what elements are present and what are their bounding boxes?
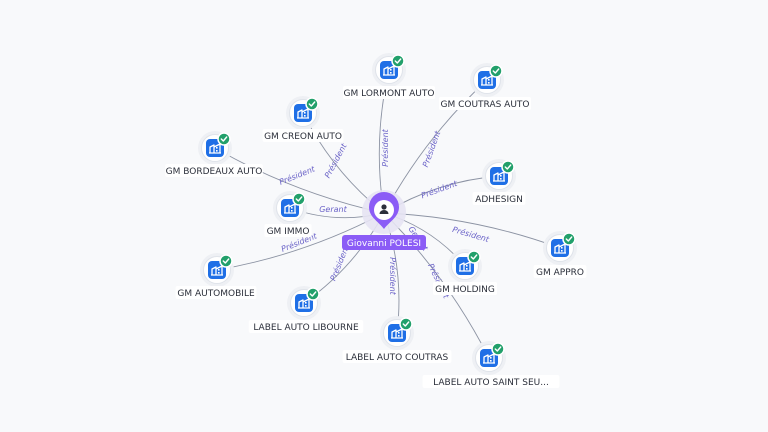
check-badge-icon	[217, 132, 231, 146]
label-background	[422, 375, 560, 388]
company-node-label-auto-libourne[interactable]: LABEL AUTO LIBOURNE	[248, 286, 364, 333]
check-badge-icon	[467, 250, 481, 264]
check-badge-icon	[501, 160, 515, 174]
company-node-gm-automobile[interactable]: GM AUTOMOBILE	[175, 253, 257, 299]
label-background	[264, 224, 312, 237]
check-badge-icon	[391, 54, 405, 68]
check-badge-icon	[219, 254, 233, 268]
company-name-label: GM APPRO	[536, 268, 584, 278]
check-badge-icon	[305, 97, 319, 111]
label-background	[165, 164, 263, 177]
company-node-label-auto-saint-seu[interactable]: LABEL AUTO SAINT SEU...	[422, 341, 560, 388]
edge-label-gm-creon-auto: Président	[322, 141, 349, 180]
person-icon	[379, 204, 389, 214]
edge-label-gm-immo: Gerant	[319, 205, 347, 214]
company-name-label: ADHESIGN	[475, 195, 523, 205]
check-badge-icon	[491, 342, 505, 356]
company-name-label: GM IMMO	[267, 227, 310, 237]
edge-label-gm-appro: Président	[451, 224, 491, 244]
label-background	[248, 320, 364, 333]
check-badge-icon	[399, 317, 413, 331]
company-name-label: GM AUTOMOBILE	[177, 289, 255, 299]
label-background	[433, 282, 497, 295]
edge-label-gm-lormont-auto: Président	[380, 128, 390, 166]
company-node-gm-coutras-auto[interactable]: GM COUTRAS AUTO	[439, 63, 531, 110]
label-background	[175, 286, 257, 299]
company-name-label: GM BORDEAUX AUTO	[166, 167, 263, 177]
company-node-label-auto-coutras[interactable]: LABEL AUTO COUTRAS	[342, 316, 452, 363]
company-node-gm-immo[interactable]: GM IMMO	[264, 191, 312, 237]
company-node-gm-appro[interactable]: GM APPRO	[533, 231, 587, 278]
edge-label-auto-saint-seu	[383, 212, 490, 359]
edge-label-gm-bordeaux-auto: Président	[278, 163, 317, 187]
edge-label-label-auto-coutras: Président	[388, 257, 398, 295]
label-background	[343, 86, 435, 99]
label-background	[533, 265, 587, 278]
center-node[interactable]: Giovanni POLESI	[342, 190, 426, 250]
company-name-label: LABEL AUTO SAINT SEU...	[433, 378, 549, 388]
check-badge-icon	[306, 287, 320, 301]
company-name-label: GM LORMONT AUTO	[344, 89, 435, 99]
nodes-layer: GM LORMONT AUTO GM COUTRAS AUTO GM CREON A…	[165, 53, 587, 388]
edge-label-gm-coutras-auto: Président	[420, 129, 443, 169]
company-name-label: GM COUTRAS AUTO	[441, 100, 530, 110]
company-node-gm-creon-auto[interactable]: GM CREON AUTO	[262, 96, 344, 142]
company-node-gm-lormont-auto[interactable]: GM LORMONT AUTO	[343, 53, 435, 99]
center-name-label: Giovanni POLESI	[347, 239, 421, 249]
label-background	[472, 192, 526, 205]
company-name-label: LABEL AUTO COUTRAS	[346, 353, 449, 363]
company-name-label: LABEL AUTO LIBOURNE	[253, 323, 359, 333]
label-background	[439, 97, 531, 110]
company-name-label: GM CREON AUTO	[264, 132, 342, 142]
company-node-adhesign[interactable]: ADHESIGN	[472, 159, 526, 205]
check-badge-icon	[489, 64, 503, 78]
label-background	[262, 129, 344, 142]
label-background	[342, 350, 452, 363]
check-badge-icon	[562, 232, 576, 246]
company-node-gm-bordeaux-auto[interactable]: GM BORDEAUX AUTO	[165, 131, 263, 177]
edge-label-adhesign: Président	[420, 178, 460, 201]
company-name-label: GM HOLDING	[435, 285, 495, 295]
check-badge-icon	[292, 192, 306, 206]
center-label-background	[342, 235, 426, 250]
company-node-gm-holding[interactable]: GM HOLDING	[433, 249, 497, 295]
